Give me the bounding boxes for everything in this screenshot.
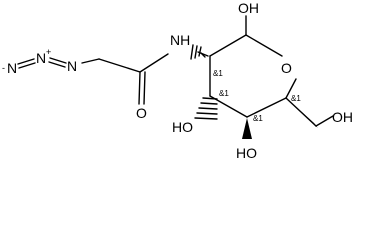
solid-wedge-c5-oh	[242, 118, 252, 139]
n-terminal-charge: -	[2, 63, 5, 73]
stereo-label-c2: &1	[213, 69, 223, 78]
azide-bonds	[17, 57, 100, 69]
n-proximal-label: N	[67, 58, 77, 74]
amide-nh-label: NH	[170, 32, 190, 48]
acetamide-bonds	[98, 53, 169, 105]
stereo-label-c4: &1	[253, 114, 263, 123]
c5-hydroxyl-label: HO	[236, 145, 257, 161]
c4-hydroxyl-label: HO	[172, 119, 193, 135]
n-terminal-label: N	[7, 60, 17, 76]
hashed-wedge-c2-n	[190, 44, 209, 60]
solid-wedge-c6-ch2	[285, 97, 318, 128]
anomeric-hydroxyl-label: OH	[238, 0, 259, 16]
c6-hydroxyl-label: OH	[332, 109, 353, 125]
stereo-label-c5: &1	[291, 94, 301, 103]
n-central-label: N	[36, 50, 46, 66]
n-central-charge: +	[46, 47, 51, 57]
hashed-wedge-c4-oh	[194, 97, 218, 120]
atom-labels: N - N + N O NH OH O HO HO OH	[2, 0, 353, 161]
stereo-labels: &1 &1 &1 &1	[213, 69, 301, 123]
ring-bonds	[209, 34, 297, 118]
stereo-label-c3: &1	[219, 89, 229, 98]
ring-oxygen-label: O	[281, 60, 292, 76]
n-azidoacetyl-glucosamine-structure: N - N + N O NH OH O HO HO OH &1 &1 &1 &1	[2, 0, 353, 161]
amide-oxygen-label: O	[136, 105, 147, 121]
stereo-wedges	[190, 44, 318, 139]
